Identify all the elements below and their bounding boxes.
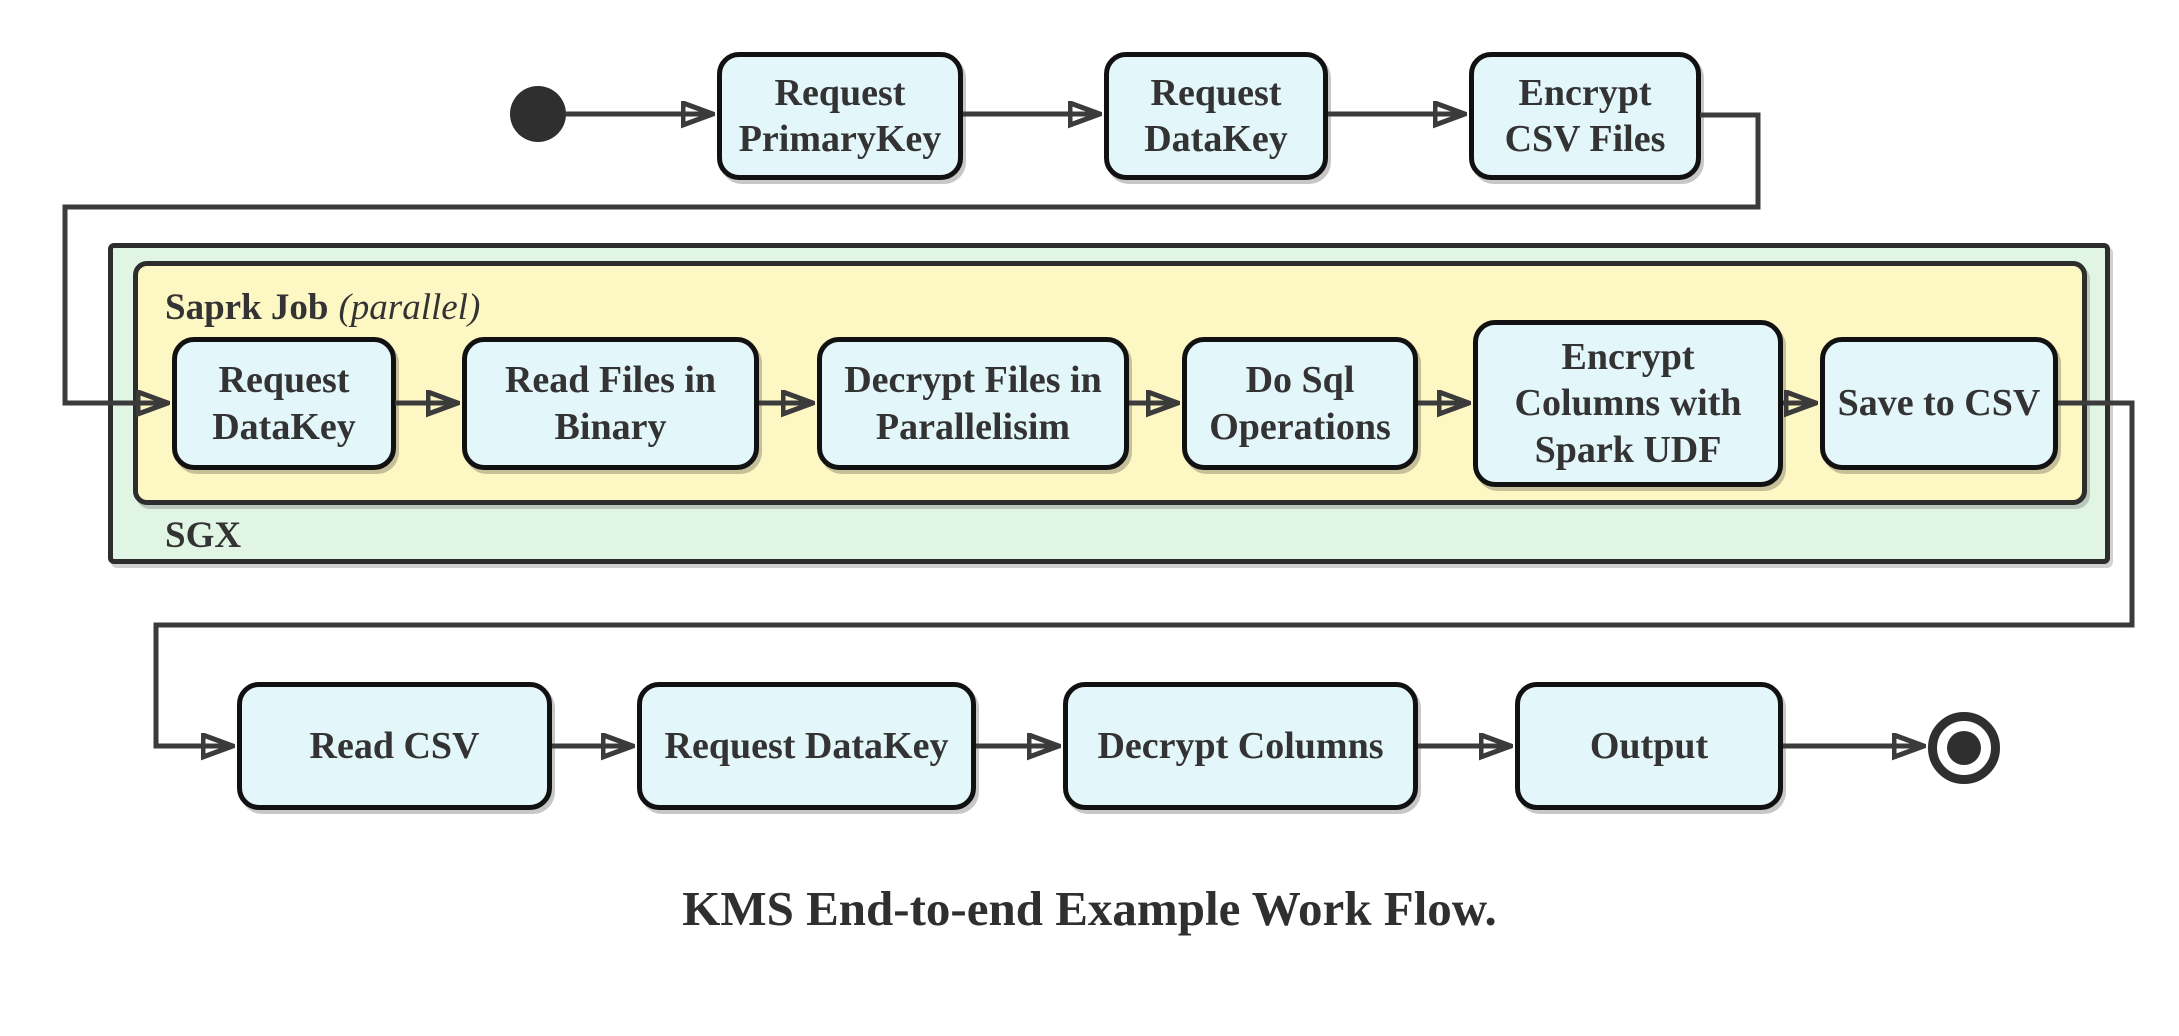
node-decrypt-files-parallelisim: Decrypt Files in Parallelisim — [817, 337, 1129, 470]
node-label: Request PrimaryKey — [738, 71, 942, 160]
spark-job-label-bold: Saprk Job — [165, 287, 329, 328]
node-label: Request DataKey — [664, 724, 949, 767]
sgx-container-label: SGX — [165, 515, 242, 556]
node-label: Read CSV — [309, 724, 480, 767]
node-request-datakey-top: Request DataKey — [1104, 52, 1328, 180]
node-save-to-csv: Save to CSV — [1820, 337, 2058, 470]
node-label: Request DataKey — [1144, 71, 1288, 160]
node-label: Request DataKey — [212, 359, 356, 448]
node-label: Read Files in Binary — [504, 359, 717, 448]
end-state-inner-dot — [1947, 731, 1981, 765]
diagram-caption: KMS End-to-end Example Work Flow. — [682, 881, 1497, 936]
spark-job-container-label: Saprk Job(parallel) — [165, 286, 480, 329]
node-output: Output — [1515, 682, 1783, 810]
node-label: Encrypt CSV Files — [1504, 71, 1666, 160]
node-decrypt-columns: Decrypt Columns — [1063, 682, 1418, 810]
node-request-datakey-bottom: Request DataKey — [637, 682, 976, 810]
node-read-csv: Read CSV — [237, 682, 552, 810]
start-state-icon — [510, 86, 566, 142]
end-state-icon — [1928, 712, 2000, 784]
node-request-primarykey: Request PrimaryKey — [717, 52, 963, 180]
node-label: Decrypt Files in Parallelisim — [844, 359, 1102, 448]
node-label: Decrypt Columns — [1097, 724, 1384, 767]
node-request-datakey-spark: Request DataKey — [172, 337, 396, 470]
node-label: Output — [1589, 724, 1709, 767]
spark-job-label-parallel: (parallel) — [338, 287, 481, 328]
node-read-files-binary: Read Files in Binary — [462, 337, 759, 470]
node-label: Do Sql Operations — [1209, 359, 1391, 448]
node-encrypt-columns-spark-udf: Encrypt Columns with Spark UDF — [1473, 320, 1783, 487]
node-label: Save to CSV — [1837, 382, 2041, 425]
node-do-sql-operations: Do Sql Operations — [1182, 337, 1418, 470]
node-label: Encrypt Columns with Spark UDF — [1514, 335, 1742, 471]
node-encrypt-csv-files: Encrypt CSV Files — [1469, 52, 1701, 180]
